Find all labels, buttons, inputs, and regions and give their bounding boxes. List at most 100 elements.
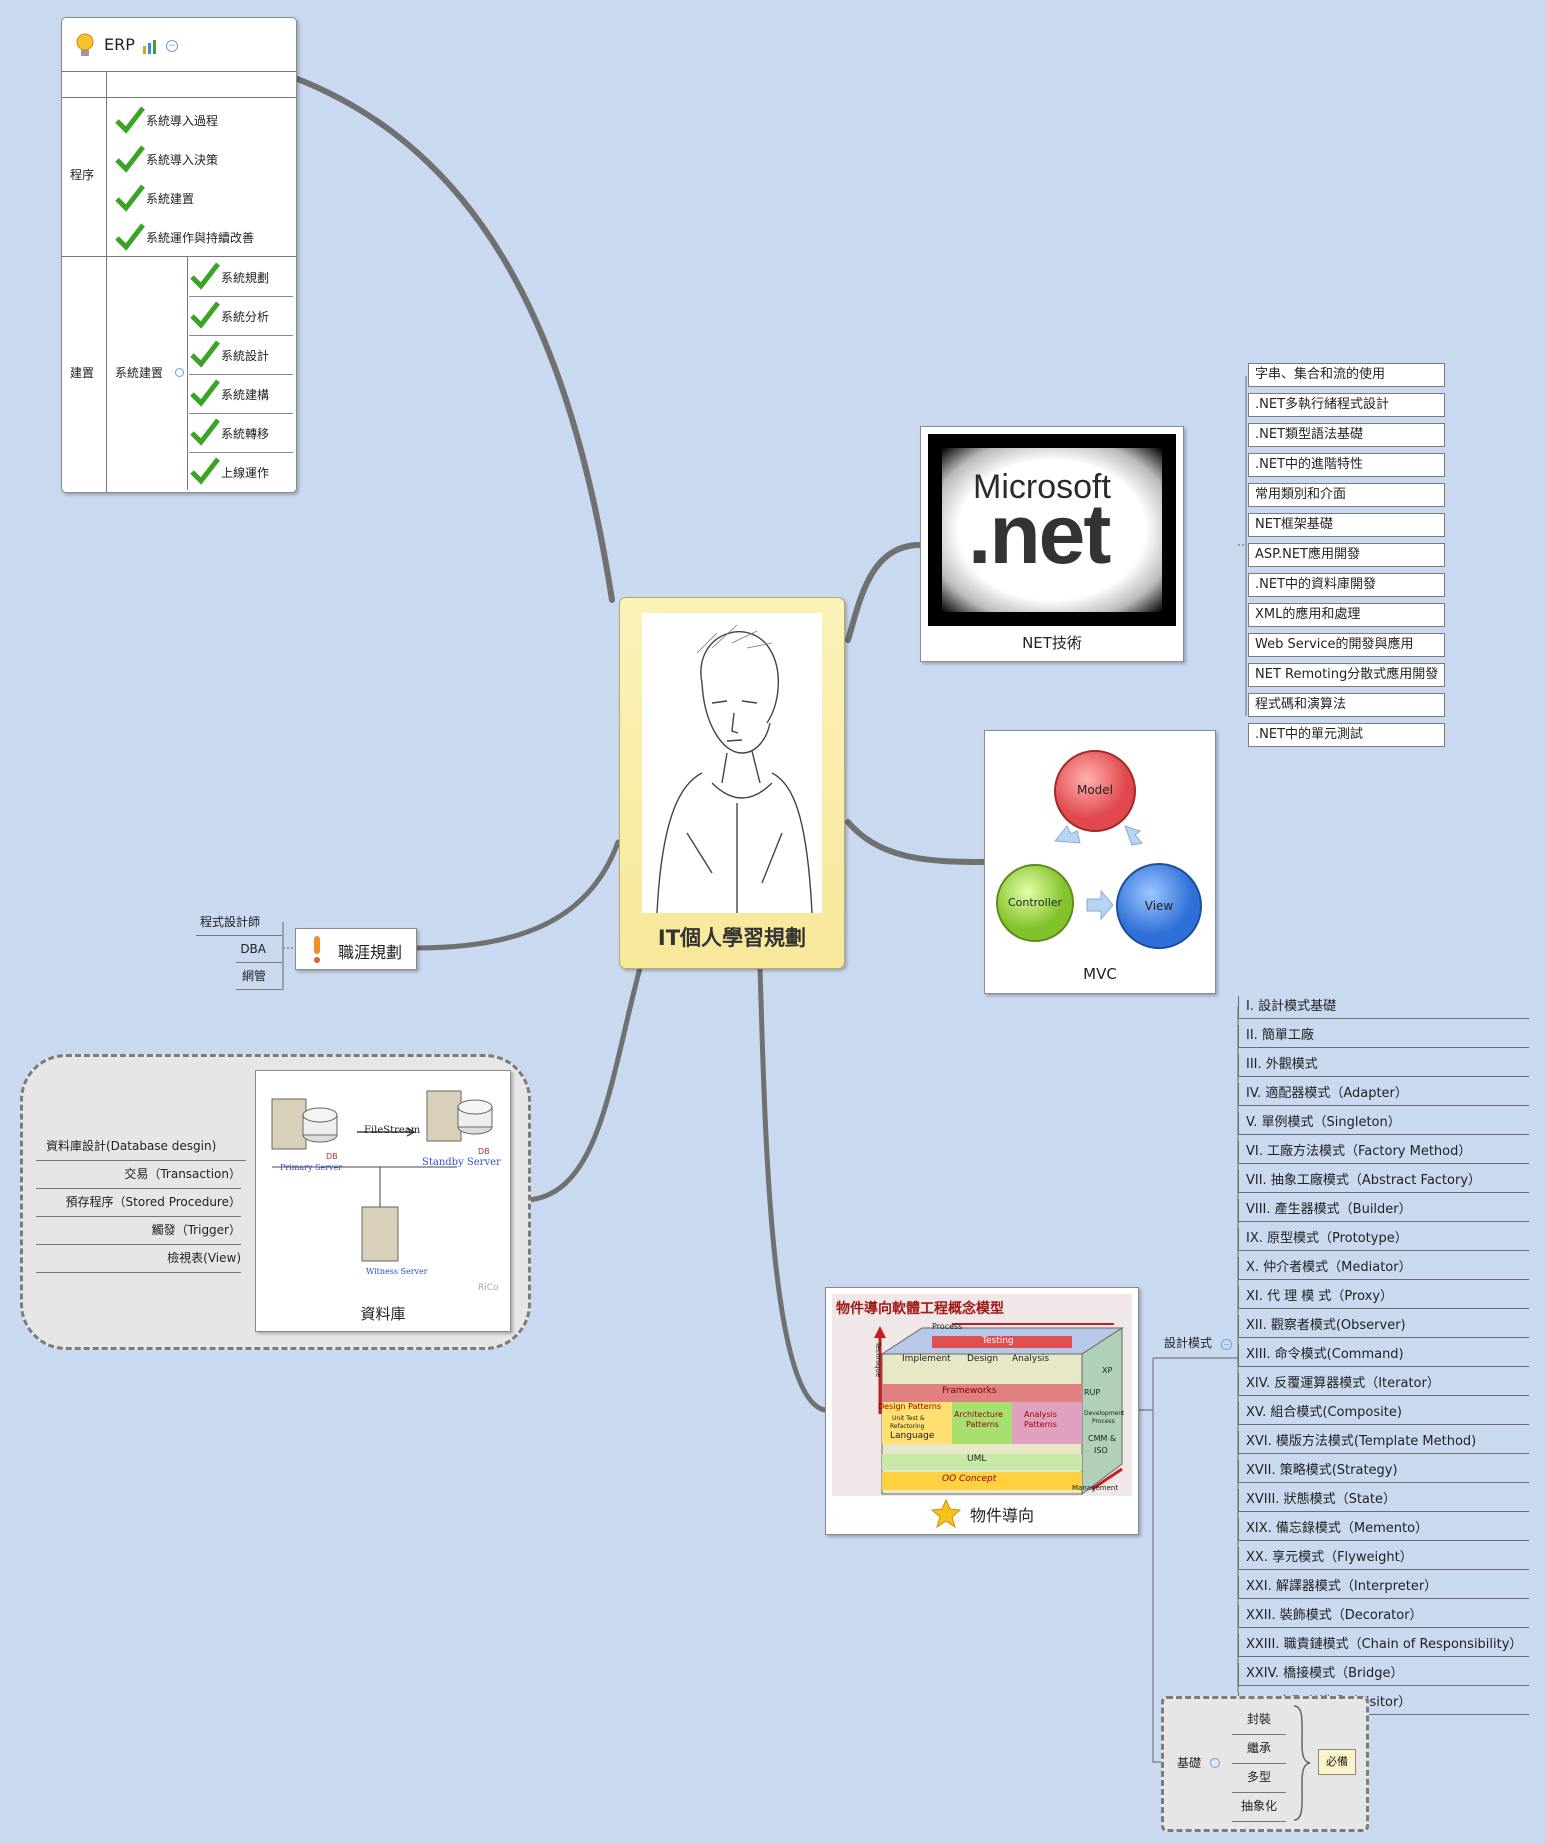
mvc-view-label: View [1144,899,1174,913]
lightbulb-icon [74,32,96,62]
list-item[interactable]: VII. 抽象工廠模式（Abstract Factory） [1238,1170,1530,1193]
list-item[interactable]: II. 簡單工廠 [1238,1025,1530,1048]
list-item: 系統建置 [114,179,254,218]
checkmark-icon [189,338,221,372]
list-item[interactable]: XXI. 解譯器模式（Interpreter） [1238,1576,1530,1599]
oo-node[interactable]: 物件導向軟體工程概念模型 Process Testing Implement D… [825,1287,1139,1535]
list-item[interactable]: 程式設計師 [196,909,282,936]
mvc-model-label: Model [1076,783,1114,797]
list-item[interactable]: 觸發（Trigger） [36,1217,241,1245]
list-item: 系統導入過程 [114,101,254,140]
checkmark-icon [189,455,221,489]
list-item[interactable]: XI. 代 理 模 式（Proxy） [1238,1286,1530,1309]
list-item[interactable]: XVI. 模版方法模式(Template Method) [1238,1431,1530,1454]
list-item[interactable]: NET框架基礎 [1248,513,1446,537]
list-item[interactable]: VI. 工廠方法模式（Factory Method） [1238,1141,1530,1164]
list-item[interactable]: 交易（Transaction） [36,1161,241,1189]
list-item[interactable]: XV. 組合模式(Composite) [1238,1402,1530,1425]
list-item[interactable]: 資料庫設計(Database desgin) [36,1132,246,1161]
list-item[interactable]: XXIV. 橋接模式（Bridge） [1238,1663,1530,1686]
mvc-controller-label: Controller [1007,896,1063,909]
list-item[interactable]: X. 仲介者模式（Mediator） [1238,1257,1530,1280]
list-item[interactable]: XII. 觀察者模式(Observer) [1238,1315,1530,1338]
oo-caption: 物件導向 [970,1506,1035,1525]
list-item: 系統導入決策 [114,140,254,179]
list-item: 系統轉移 [189,414,293,453]
patterns-label[interactable]: 設計模式 [1164,1336,1213,1350]
career-list: 程式設計師 DBA 網管 [196,909,282,990]
list-item[interactable]: XVII. 策略模式(Strategy) [1238,1460,1530,1483]
list-item[interactable]: DBA [236,936,282,963]
list-item[interactable]: XIX. 備忘錄模式（Memento） [1238,1518,1530,1541]
list-item[interactable]: .NET中的單元測試 [1248,723,1446,747]
checkmark-icon [189,416,221,450]
list-item: 系統建構 [189,375,293,414]
list-item[interactable]: I. 設計模式基礎 [1238,996,1530,1019]
checkmark-icon [114,221,146,255]
summary-note[interactable]: 必備 [1318,1749,1356,1775]
list-item[interactable]: XVIII. 狀態模式（State） [1238,1489,1530,1512]
list-item[interactable]: XIV. 反覆運算器模式（Iterator） [1238,1373,1530,1396]
central-topic[interactable]: IT個人學習規劃 [619,597,845,969]
list-item[interactable]: VIII. 產生器模式（Builder） [1238,1199,1530,1222]
list-item[interactable]: 繼承 [1232,1735,1286,1764]
mvc-caption: MVC [1083,965,1117,983]
oo-concept-model-image: 物件導向軟體工程概念模型 Process Testing Implement D… [832,1294,1132,1496]
list-item[interactable]: IV. 適配器模式（Adapter） [1238,1083,1530,1106]
erp-node[interactable]: ERP − 程序 建置 系統建置 系統導入過程 系統導入決策 系統建置 系統運作… [61,17,297,493]
net-logo: Microsoft .net [928,434,1176,626]
exclamation-icon [310,934,324,968]
list-item[interactable]: 字串、集合和流的使用 [1248,363,1446,387]
mvc-diagram [996,750,1202,949]
collapse-toggle[interactable]: − [1221,1339,1232,1350]
star-icon [930,1498,962,1532]
erp-group2-sub: 系統建置 [115,366,164,380]
list-item[interactable]: XXIII. 職責鏈模式（Chain of Responsibility） [1238,1634,1530,1657]
erp-group2-list: 系統規劃 系統分析 系統設計 系統建構 系統轉移 上線運作 [189,258,293,491]
list-item[interactable]: .NET中的進階特性 [1248,453,1446,477]
list-item[interactable]: 封裝 [1232,1706,1286,1735]
mvc-node[interactable]: Model Controller View MVC [984,730,1216,994]
brace-icon [1293,1705,1311,1821]
db-node[interactable]: FileStream DB DB Primary Server Standby … [255,1070,511,1332]
model-circle [1054,750,1136,832]
list-item[interactable]: Web Service的開發與應用 [1248,633,1446,657]
list-item[interactable]: .NET多執行緒程式設計 [1248,393,1446,417]
db-mirroring-diagram: FileStream DB DB Primary Server Standby … [262,1077,504,1295]
list-item[interactable]: 檢視表(View) [36,1245,241,1273]
list-item[interactable]: .NET類型語法基礎 [1248,423,1446,447]
career-node[interactable]: 職涯規劃 [295,928,417,970]
list-item[interactable]: 網管 [236,963,282,990]
list-item: 系統設計 [189,336,293,375]
net-node[interactable]: Microsoft .net NET技術 [920,426,1184,662]
list-item[interactable]: XIII. 命令模式(Command) [1238,1344,1530,1367]
basics-label[interactable]: 基礎 [1177,1756,1202,1770]
list-item[interactable]: 常用類別和介面 [1248,483,1446,507]
list-item: 上線運作 [189,453,293,491]
list-item[interactable]: XML的應用和處理 [1248,603,1446,627]
list-item[interactable]: IX. 原型模式（Prototype） [1238,1228,1530,1251]
list-item[interactable]: NET Remoting分散式應用開發 [1248,663,1446,687]
list-item[interactable]: 多型 [1232,1764,1286,1793]
checkmark-icon [189,260,221,294]
list-item[interactable]: .NET中的資料庫開發 [1248,573,1446,597]
list-item: 系統運作與持續改善 [114,218,254,257]
erp-group1-list: 系統導入過程 系統導入決策 系統建置 系統運作與持續改善 [114,101,254,257]
erp-group1-label: 程序 [70,168,95,182]
list-item[interactable]: 預存程序（Stored Procedure） [36,1189,241,1217]
list-item[interactable]: XXII. 裝飾模式（Decorator） [1238,1605,1530,1628]
list-item[interactable]: 抽象化 [1232,1793,1286,1822]
standby-server-icon [426,1090,493,1142]
chart-icon [142,39,158,58]
list-item[interactable]: ASP.NET應用開發 [1248,543,1446,567]
list-item[interactable]: III. 外觀模式 [1238,1054,1530,1077]
list-item[interactable]: 程式碼和演算法 [1248,693,1446,717]
collapse-toggle[interactable]: − [166,40,178,52]
list-item[interactable]: V. 單例模式（Singleton） [1238,1112,1530,1135]
list-item: 系統分析 [189,297,293,336]
list-item[interactable]: XX. 享元模式（Flyweight） [1238,1547,1530,1570]
db-list: 資料庫設計(Database desgin) 交易（Transaction） 預… [36,1132,246,1273]
net-caption: NET技術 [1022,634,1082,652]
list-item: 系統規劃 [189,258,293,297]
